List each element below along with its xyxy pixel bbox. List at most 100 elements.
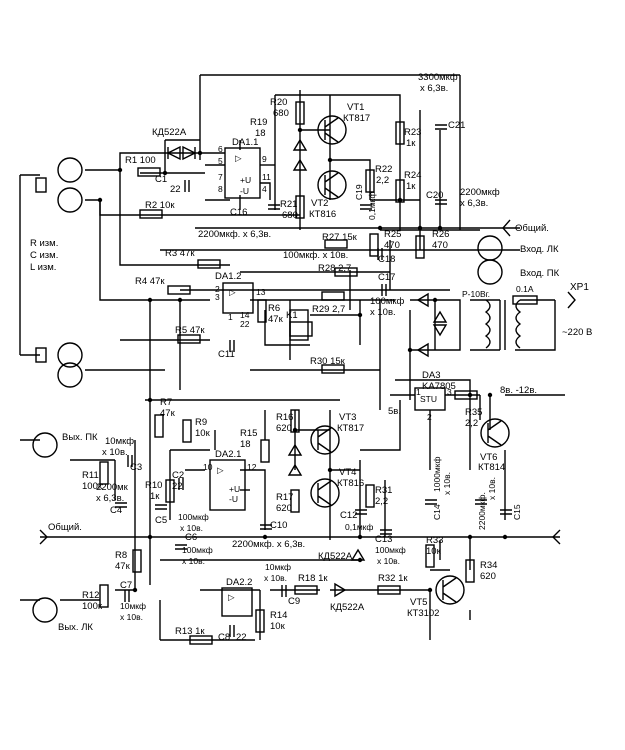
plug-xp1[interactable] (567, 291, 576, 309)
pin-number: 4 (262, 184, 267, 194)
label-c13: C13 (375, 534, 392, 545)
label-c4: C4 (110, 505, 122, 516)
label-c3300-v: x 6,3в. (420, 83, 448, 94)
label-da1-1: DA1.1 (232, 137, 258, 148)
label-r16: R16 (276, 412, 293, 423)
label-r6-val: 47к (268, 314, 284, 325)
label-r6: R6 (268, 303, 280, 314)
label-c8-val: 22 (236, 632, 247, 643)
label-r5: R5 47к (175, 325, 205, 336)
label-c6: C6 (185, 532, 197, 543)
label-r28: R28 2,7 (318, 263, 351, 274)
label-r20-val: 680 (273, 108, 289, 119)
label-c3300: 3300мкф (418, 72, 458, 83)
label-r10: R10 (145, 480, 162, 491)
label-mains: ~220 В (562, 327, 592, 338)
pin-number: 9 (262, 154, 267, 164)
label-c13-v: x 10в. (377, 556, 400, 566)
label-common-right: Общий. (515, 223, 549, 234)
label-c14-val: 1000мкф (432, 457, 442, 492)
label-c9: C9 (288, 596, 300, 607)
label-c3: C3 (130, 462, 142, 473)
opamp-da1-2: ▷ (222, 282, 254, 314)
pin-number: 12 (247, 462, 257, 472)
pin-number: 11 (262, 172, 271, 182)
transformer (484, 299, 522, 350)
label-ka7805: KA7805 (422, 381, 456, 392)
label-c2200a-v: x 6,3в. (460, 198, 488, 209)
label-c17-v: x 10в. (370, 307, 396, 318)
svg-text:▷: ▷ (229, 287, 236, 297)
label-k1: K1 (286, 310, 298, 321)
label-vt5-type: КТ3102 (407, 608, 439, 619)
label-c12: C12 (340, 510, 357, 521)
label-c-meas: C изм. (30, 250, 58, 261)
pin-number: 6 (218, 144, 223, 154)
label-vt6-type: КТ814 (478, 462, 505, 473)
label-xp1: XP1 (570, 282, 589, 293)
label-c21: C21 (448, 120, 465, 131)
label-c7-v: x 10в. (120, 612, 143, 622)
jack-r-c-l-top[interactable] (35, 157, 83, 213)
pin-number: 14 (240, 310, 250, 320)
junction-dots (97, 127, 508, 593)
label-r9-val: 10к (195, 428, 211, 439)
label-c13-val: 100мкф (375, 545, 406, 555)
label-c19: C19 (354, 184, 364, 200)
label-c9-val: 10мкф (265, 562, 291, 572)
jack-out-lk[interactable] (32, 597, 58, 623)
transistor-vt5 (435, 575, 465, 605)
label-r31-val: 2,2 (375, 496, 388, 507)
label-vt4-type: КТ816 (337, 478, 364, 489)
label-r13: R13 1к (175, 626, 205, 637)
label-stu: STU (420, 394, 437, 404)
label-out-lk: Вых. ЛК (58, 622, 93, 633)
label-vt3: VT3 (339, 412, 356, 423)
label-r17: R17 (276, 492, 293, 503)
jack-r-c-l-bottom[interactable] (35, 342, 83, 388)
left-labels: R изм. C изм. L изм. Вых. ПК Общий. Вых.… (30, 238, 98, 633)
label-r18: R18 1к (298, 573, 328, 584)
jack-in-pk[interactable] (477, 259, 503, 285)
label-vt6: VT6 (480, 452, 497, 463)
label-r26: R26 (432, 229, 449, 240)
pin-number: 10 (203, 462, 213, 472)
label-vt3-type: КТ817 (337, 423, 364, 434)
label-common-left: Общий. (48, 522, 82, 533)
label-c6-val: 100мкф (182, 545, 213, 555)
jack-in-lk[interactable] (477, 235, 503, 261)
label-r3: R3 47к (165, 248, 195, 259)
label-c10mkf: 10мкф (105, 436, 134, 447)
svg-text:▷: ▷ (235, 153, 242, 163)
label-r35-val: 2,2 (465, 418, 478, 429)
label-vt1: VT1 (347, 102, 364, 113)
label-r15: R15 (240, 428, 257, 439)
label-r11: R11 (82, 470, 99, 481)
label-r7: R7 (160, 397, 172, 408)
label-fuse: 0.1A (516, 284, 534, 294)
common-terminal-bottom-right (552, 529, 561, 545)
label-r9: R9 (195, 417, 207, 428)
label-c10: C10 (270, 520, 287, 531)
common-terminal-left (39, 529, 48, 545)
svg-text:▷: ▷ (228, 592, 235, 602)
svg-text:-U: -U (240, 186, 249, 196)
label-vt4: VT4 (339, 467, 356, 478)
label-r12: R12 (82, 590, 99, 601)
label-v5: 5в. (388, 406, 401, 417)
label-r8: R8 (115, 550, 127, 561)
label-r19-val: 18 (255, 128, 266, 139)
label-da2-1: DA2.1 (215, 449, 241, 460)
capacitor-plates (115, 124, 512, 637)
label-r14: R14 (270, 610, 287, 621)
label-r23: R23 (404, 127, 421, 138)
label-c15: C15 (512, 504, 522, 520)
label-r19: R19 (250, 117, 267, 128)
opamp-da2-2: ▷ (221, 587, 253, 617)
label-c19-val: 0,1мкф (367, 192, 377, 220)
jack-out-pk[interactable] (32, 432, 58, 458)
label-c5-v: x 10в. (180, 523, 203, 533)
label-r4: R4 47к (135, 276, 165, 287)
label-pin-22: 22 (240, 319, 250, 329)
